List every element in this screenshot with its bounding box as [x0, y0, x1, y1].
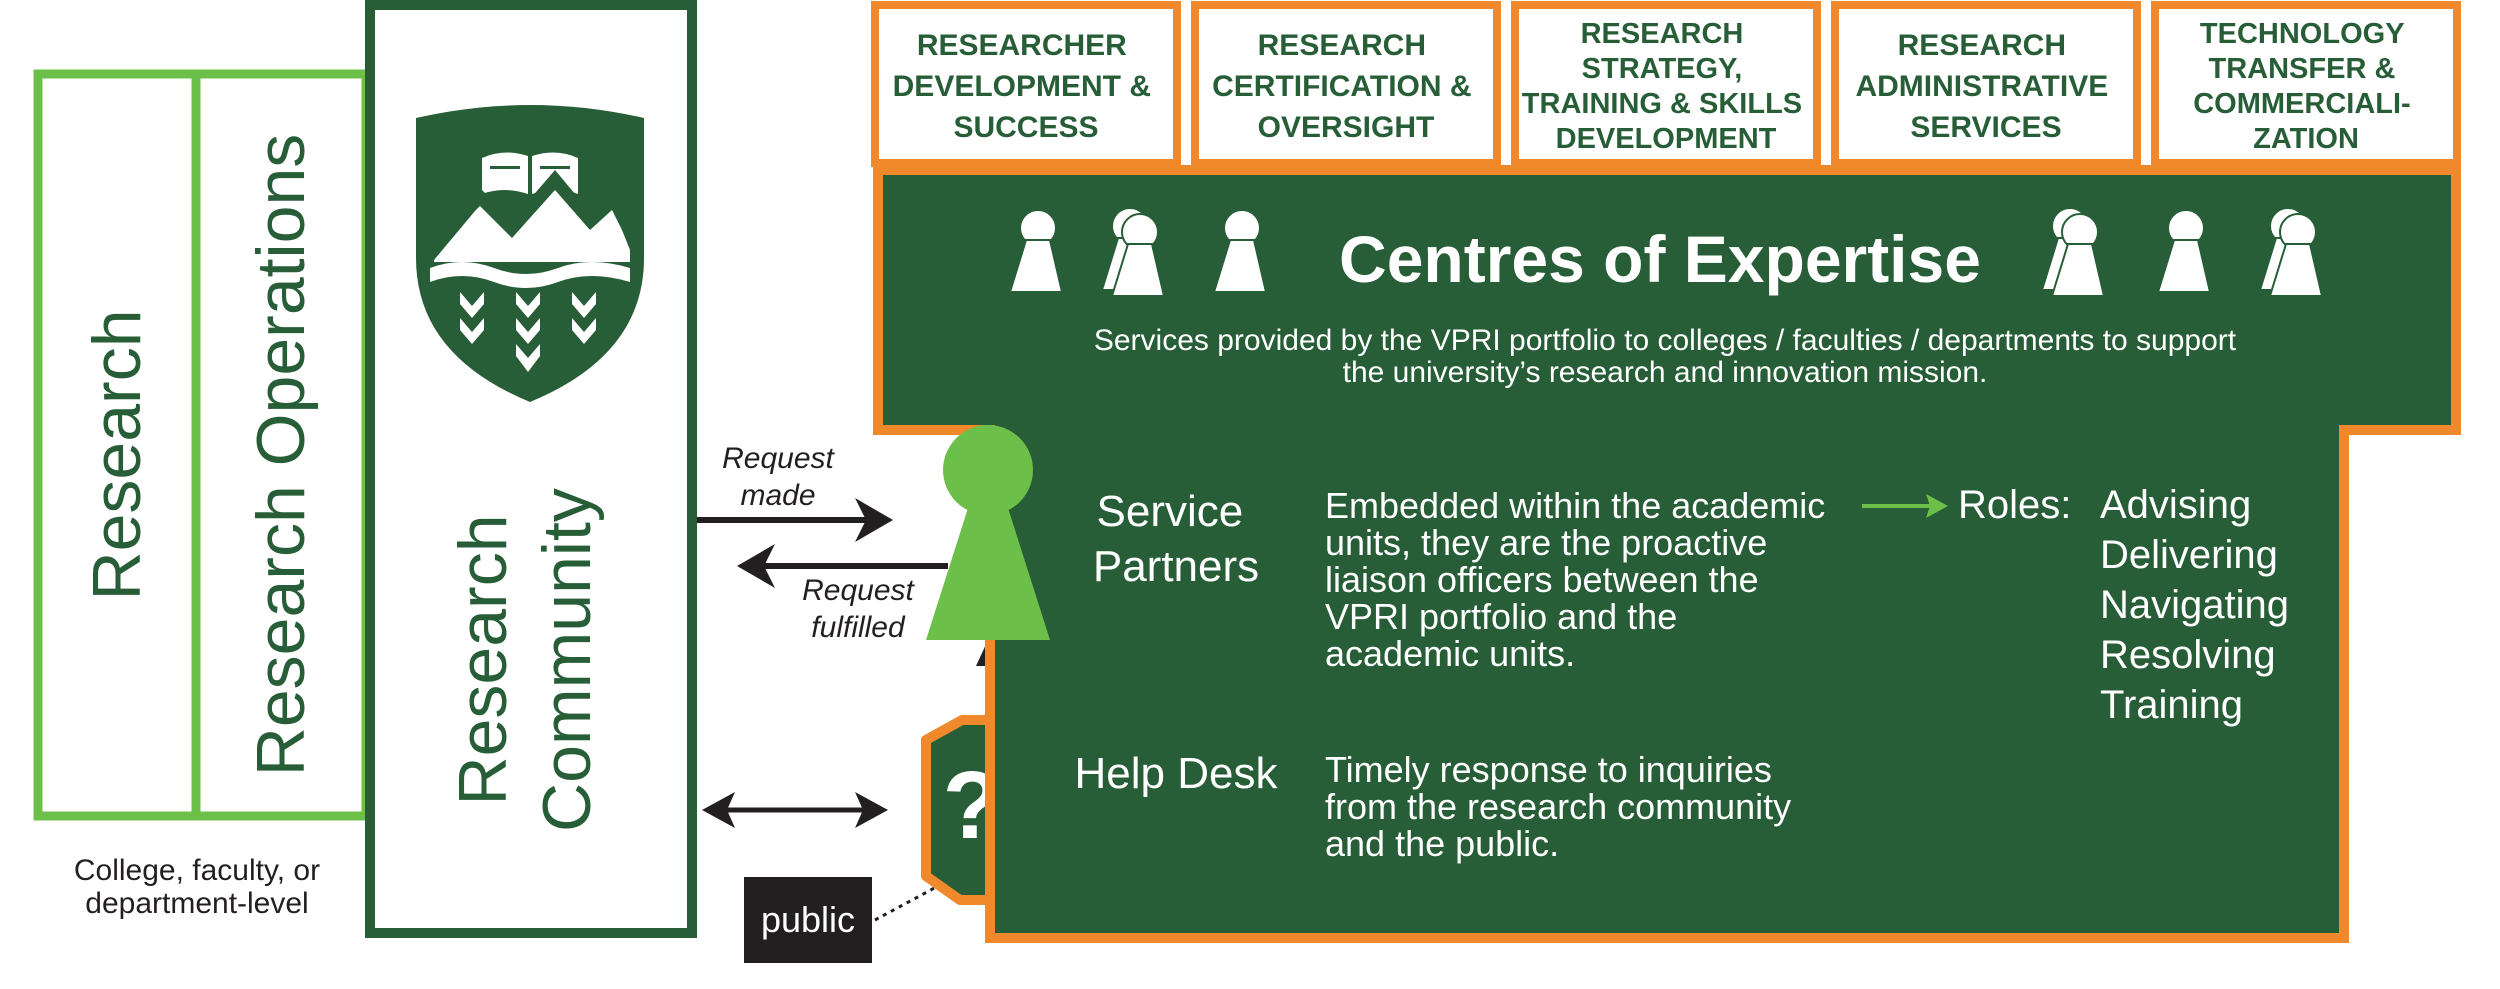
helpdesk-arrowhead-left — [702, 792, 735, 828]
research-panel — [33, 69, 201, 821]
request-arrows: Request made Request fulfilled — [697, 442, 1000, 922]
research-operations-panel — [191, 69, 371, 821]
person-icon — [1008, 209, 1064, 293]
service-partners-desc-line4: VPRI portfolio and the — [1325, 596, 1677, 637]
top-box-5 — [2151, 1, 2461, 167]
centres-title: Centres of Expertise — [1339, 222, 1981, 296]
top-box-4 — [1831, 1, 2141, 167]
top-box-1-line-1: RESEARCHER — [917, 29, 1127, 62]
public-connector — [874, 883, 941, 922]
community-panel: Research Community — [365, 0, 697, 938]
top-box-2 — [1191, 1, 1501, 167]
role-item: Training — [2100, 683, 2243, 727]
community-label-line2: Community — [529, 488, 605, 832]
top-box-4-line-2: ADMINISTRATIVE — [1855, 70, 2108, 103]
service-partners-desc-line1: Embedded within the academic — [1325, 485, 1825, 526]
top-box-3-line-1: RESEARCH — [1581, 18, 1744, 50]
role-item: Navigating — [2100, 583, 2289, 627]
request-fulfilled-text-1: Request — [802, 574, 915, 607]
top-box-1-line-3: SUCCESS — [953, 111, 1098, 144]
request-made-arrowhead — [855, 498, 893, 542]
top-box-1-line-2: DEVELOPMENT & — [893, 70, 1151, 103]
top-box-4-line-1: RESEARCH — [1898, 29, 2066, 62]
request-fulfilled-text-2: fulfilled — [811, 611, 906, 644]
roles-label: Roles: — [1958, 483, 2071, 527]
top-box-5-line-1: TECHNOLOGY — [2200, 18, 2404, 50]
top-box-5-line-3: COMMERCIALI- — [2193, 88, 2410, 120]
top-box-3-line-3: TRAINING & SKILLS — [1522, 88, 1802, 120]
help-desk-desc: Timely response to inquiries from the re… — [1325, 749, 1801, 864]
top-box-2-line-2: CERTIFICATION & — [1212, 70, 1471, 103]
centres-of-expertise-panel — [873, 165, 2461, 943]
top-box-1 — [871, 1, 1181, 167]
service-partners-label-line2: Partners — [1093, 542, 1259, 591]
role-item: Resolving — [2100, 633, 2276, 677]
person-icon — [2156, 209, 2212, 293]
request-fulfilled-arrowhead — [737, 544, 775, 588]
person-icon — [1100, 207, 1166, 297]
left-panels: Research Research Operations College, fa… — [33, 69, 371, 920]
public-badge: public — [744, 877, 872, 963]
top-box-5-text: TECHNOLOGY TRANSFER & COMMERCIALI- ZATIO… — [2193, 18, 2419, 155]
help-desk-desc-line1: Timely response to inquiries — [1325, 749, 1772, 790]
service-partners-desc-line2: units, they are the proactive — [1325, 522, 1767, 563]
top-box-5-line-4: ZATION — [2253, 123, 2359, 155]
help-desk-desc-line3: and the public. — [1325, 823, 1559, 864]
request-made-text-1: Request — [722, 442, 835, 475]
public-label: public — [761, 899, 855, 940]
centres-subtitle-line2: the university’s research and innovation… — [1343, 356, 1988, 389]
top-box-2-text: RESEARCH CERTIFICATION & OVERSIGHT — [1212, 29, 1480, 144]
person-icon — [2040, 207, 2106, 297]
help-desk-label: Help Desk — [1075, 749, 1279, 798]
top-box-2-line-3: OVERSIGHT — [1258, 111, 1435, 144]
person-icon — [1212, 209, 1268, 293]
level-caption-line2: department-level — [85, 887, 308, 920]
people-icons-left — [1008, 207, 1268, 297]
helpdesk-arrowhead-right — [855, 792, 888, 828]
community-label-line1: Research — [445, 514, 521, 805]
help-desk-desc-line2: from the research community — [1325, 786, 1791, 827]
roles-arrowhead — [1926, 494, 1948, 518]
people-icons-right — [2040, 207, 2324, 297]
top-box-2-line-1: RESEARCH — [1258, 29, 1426, 62]
top-box-3-text: RESEARCH STRATEGY, TRAINING & SKILLS DEV… — [1522, 18, 1810, 155]
research-operations-label: Research Operations — [243, 134, 319, 777]
level-caption-line1: College, faculty, or — [74, 854, 320, 887]
top-box-3-line-2: STRATEGY, — [1582, 53, 1743, 85]
top-boxes: RESEARCHER DEVELOPMENT & SUCCESS RESEARC… — [871, 1, 2461, 167]
roles-list: Advising Delivering Navigating Resolving… — [2100, 483, 2300, 727]
university-shield-logo — [416, 105, 644, 402]
service-partners-label: Service Partners — [1093, 487, 1259, 591]
research-label: Research — [79, 309, 155, 600]
centres-subtitle-line1: Services provided by the VPRI portfolio … — [1094, 324, 2237, 357]
service-partner-figure — [926, 425, 1050, 640]
service-partners-label-line1: Service — [1097, 487, 1244, 536]
service-partners-desc-line5: academic units. — [1325, 633, 1575, 674]
request-made-text-2: made — [740, 479, 815, 512]
top-box-4-text: RESEARCH ADMINISTRATIVE SERVICES — [1855, 29, 2116, 144]
role-item: Advising — [2100, 483, 2251, 527]
service-partners-desc: Embedded within the academic units, they… — [1325, 485, 1835, 674]
top-box-3 — [1511, 1, 1821, 167]
service-partners-desc-line3: liaison officers between the — [1325, 559, 1759, 600]
top-box-1-text: RESEARCHER DEVELOPMENT & SUCCESS — [893, 29, 1160, 144]
top-box-4-line-3: SERVICES — [1910, 111, 2061, 144]
top-box-5-line-2: TRANSFER & — [2209, 53, 2396, 85]
top-box-3-line-4: DEVELOPMENT — [1556, 123, 1777, 155]
person-icon — [2258, 207, 2324, 297]
role-item: Delivering — [2100, 533, 2278, 577]
